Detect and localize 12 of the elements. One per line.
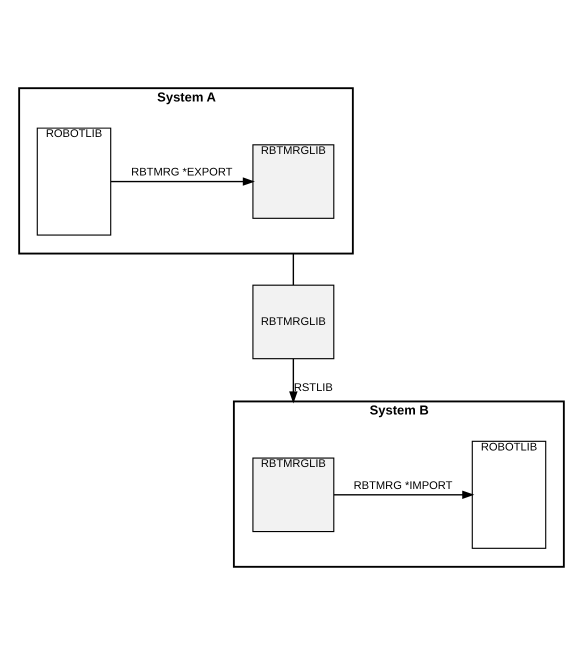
arrow bbox=[110, 176, 255, 186]
edge-label: RSTLIB bbox=[294, 381, 333, 394]
node-box: RBTMRGLIB bbox=[252, 284, 334, 359]
connector bbox=[292, 253, 294, 285]
node-box: ROBOTLIB bbox=[36, 127, 112, 236]
node-box: RBTMRGLIB bbox=[252, 457, 334, 532]
arrow bbox=[289, 358, 298, 403]
node-box: ROBOTLIB bbox=[472, 440, 546, 548]
arrow bbox=[334, 490, 474, 499]
node-box: RBTMRGLIB bbox=[252, 144, 334, 218]
edge-label: RBTMRG *IMPORT bbox=[354, 479, 452, 492]
edge-label: RBTMRG *EXPORT bbox=[131, 166, 232, 178]
